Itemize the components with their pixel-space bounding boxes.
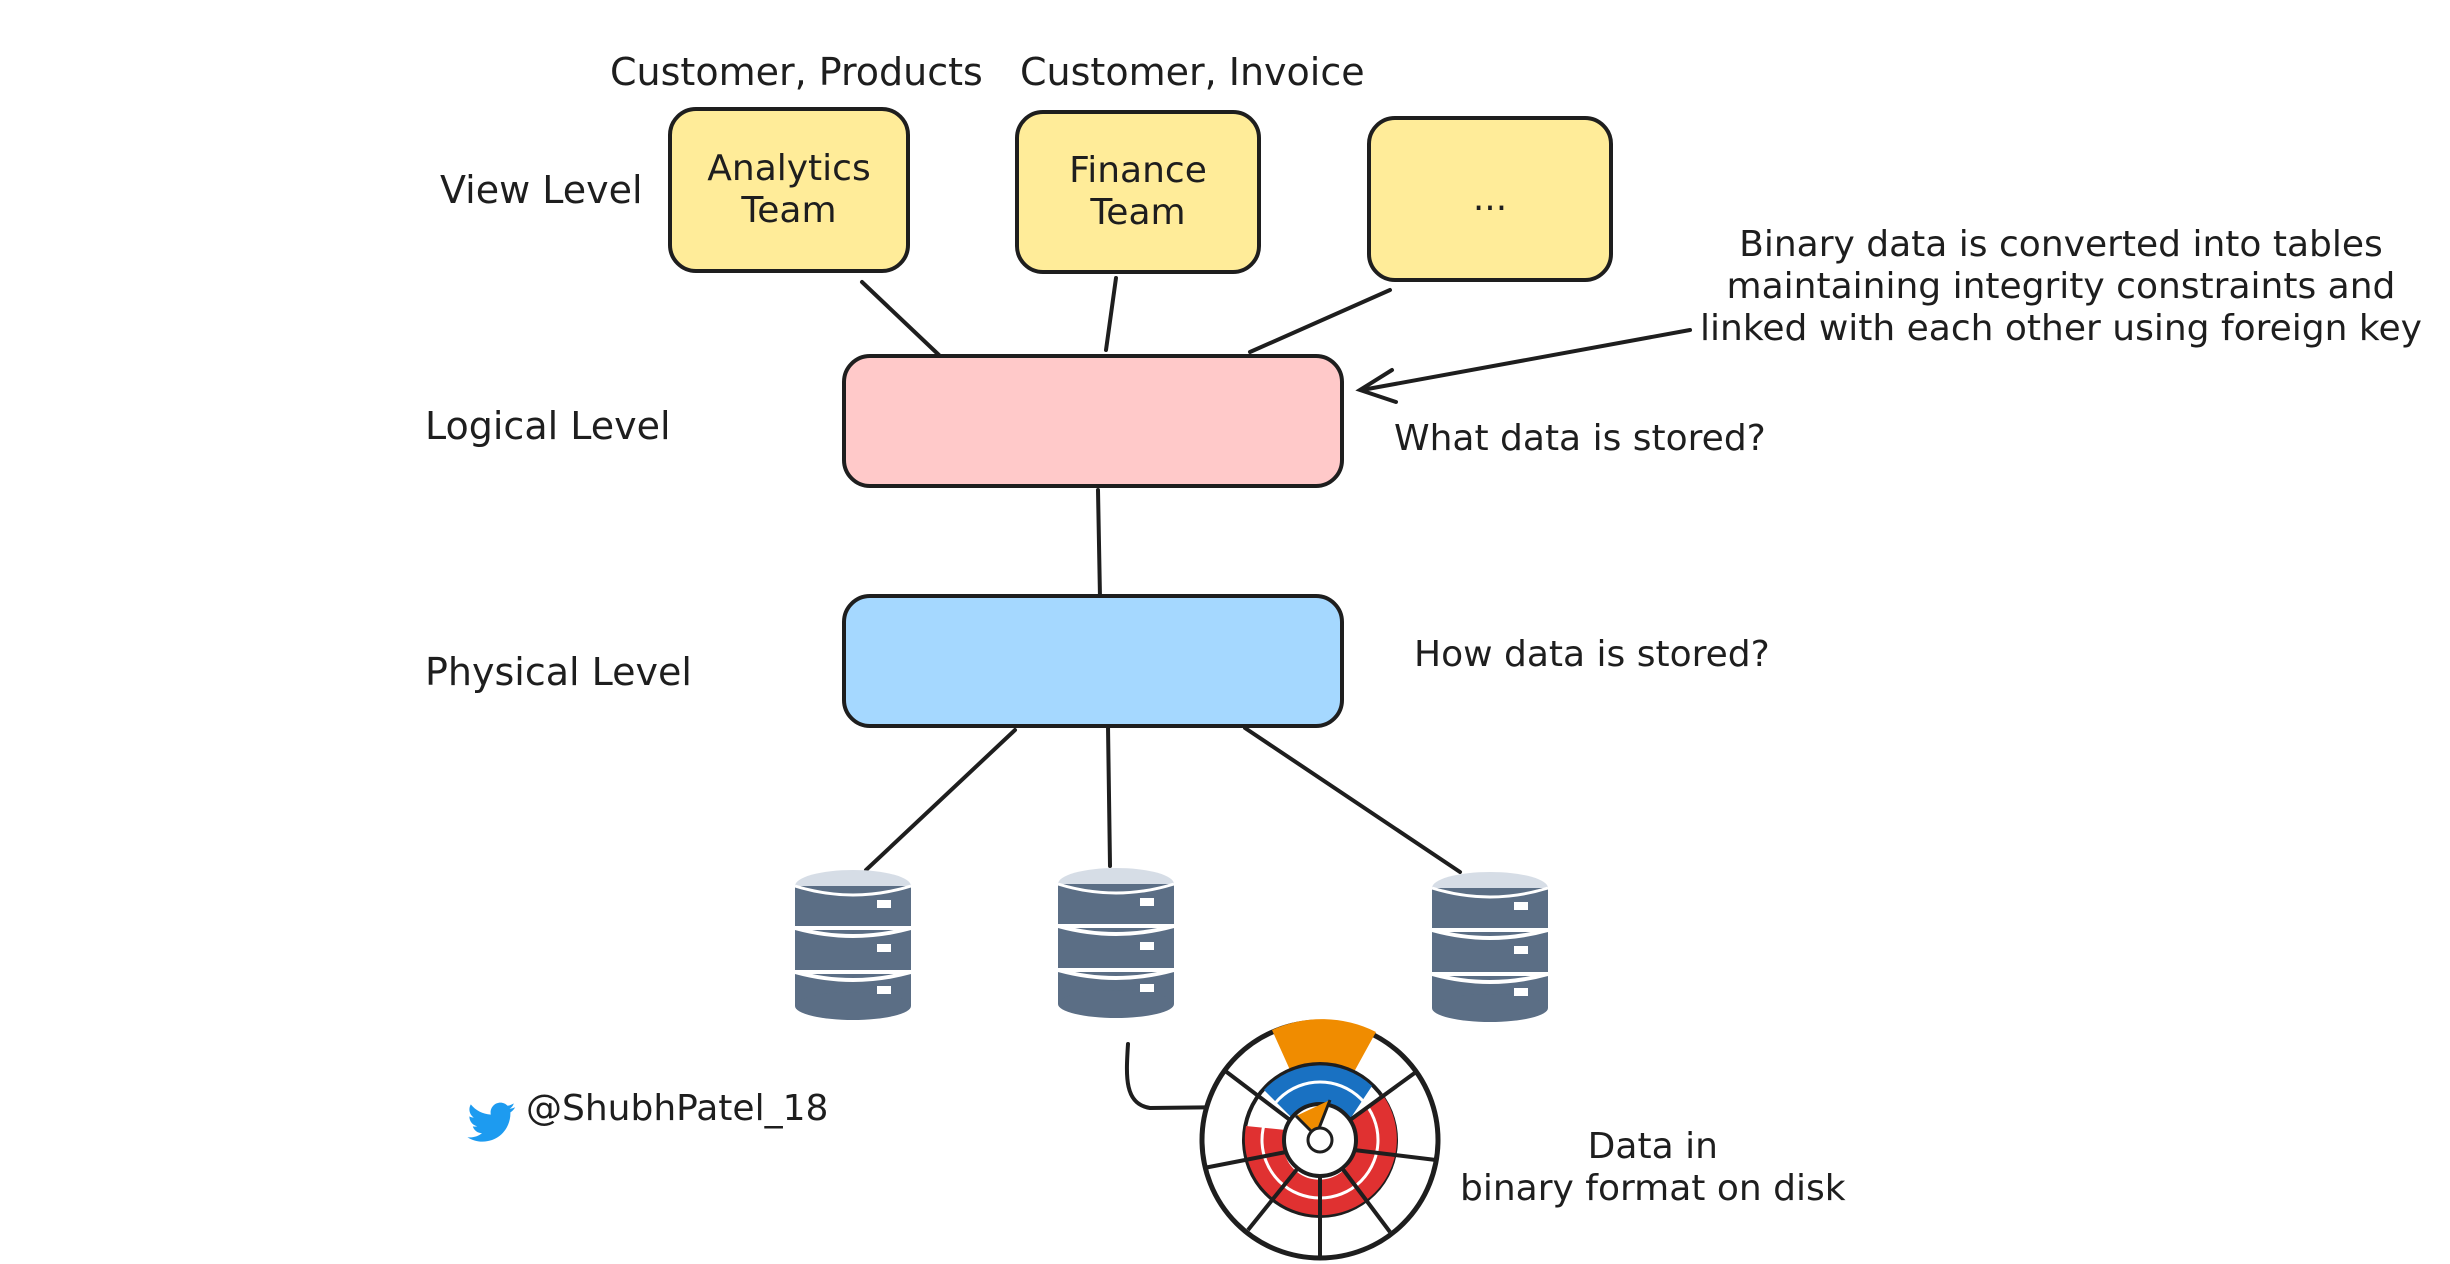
view-level-label: View Level: [440, 168, 643, 212]
connector-analytics-logical: [860, 280, 942, 358]
more-teams-label: ...: [1472, 178, 1508, 219]
more-teams-box: ...: [1367, 116, 1613, 282]
analytics-team-label: Analytics Team: [707, 148, 871, 231]
finance-team-box: Finance Team: [1015, 110, 1261, 274]
connector-more-logical: [1248, 288, 1392, 354]
twitter-bird-icon: [467, 1102, 516, 1142]
annotation-arrow-head: [1355, 368, 1398, 404]
annotation-arrow-line: [1360, 328, 1692, 392]
binary-conversion-note: Binary data is converted into tables mai…: [1700, 224, 2422, 349]
physical-level-box: [842, 594, 1344, 728]
disk-caption: Data in binary format on disk: [1460, 1126, 1846, 1209]
finance-team-label: Finance Team: [1069, 150, 1207, 233]
disk-arrow-line: [1124, 1042, 1328, 1111]
connector-finance-logical: [1104, 276, 1118, 352]
analytics-caption: Customer, Products: [610, 50, 983, 94]
disk-platter-icon: [1199, 1019, 1441, 1261]
connector-physical-db1: [864, 728, 1017, 872]
database-icon: [1057, 868, 1175, 1018]
analytics-team-box: Analytics Team: [668, 107, 910, 273]
connector-physical-db2: [1106, 724, 1112, 868]
logical-level-label: Logical Level: [425, 404, 671, 448]
twitter-handle: @ShubhPatel_18: [526, 1088, 829, 1129]
database-icon: [794, 870, 912, 1020]
physical-level-label: Physical Level: [425, 650, 692, 694]
connector-logical-physical: [1096, 488, 1102, 600]
logical-level-box: [842, 354, 1344, 488]
connector-physical-db3: [1243, 726, 1462, 874]
how-data-stored-note: How data is stored?: [1414, 634, 1770, 675]
finance-caption: Customer, Invoice: [1020, 50, 1365, 94]
what-data-stored-note: What data is stored?: [1394, 418, 1766, 459]
database-icon: [1431, 872, 1549, 1022]
